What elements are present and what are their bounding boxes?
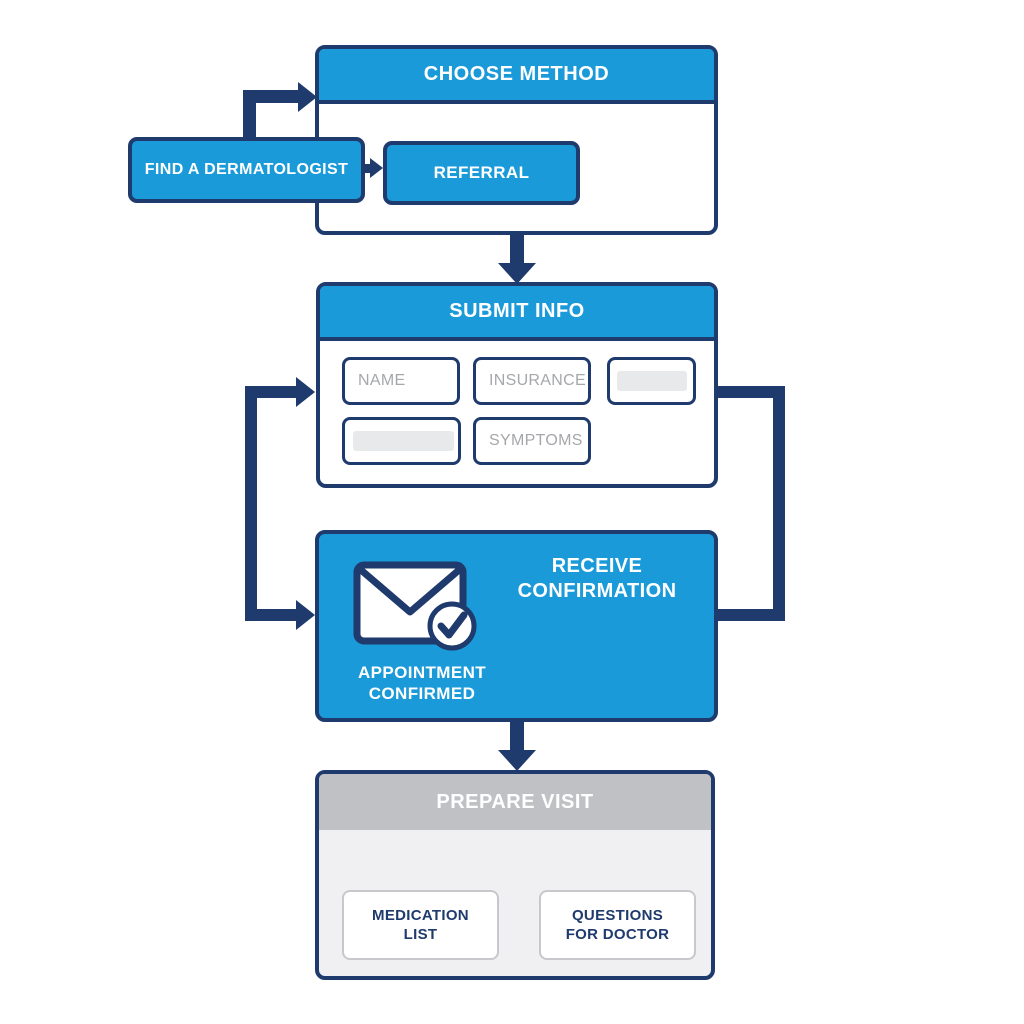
medication-list-label: MEDICATION LIST [372, 907, 469, 943]
questions-for-doctor-button[interactable]: QUESTIONS FOR DOCTOR [539, 890, 696, 960]
arrow-find-to-choose-horizontal [243, 90, 300, 103]
submit-info-title: SUBMIT INFO [449, 300, 585, 322]
connector-left-top-horizontal [245, 386, 298, 398]
field-name[interactable]: NAME [342, 357, 460, 405]
field-symptoms-placeholder: SYMPTOMS [489, 432, 583, 449]
arrow-receive-to-prepare-head-icon [498, 750, 536, 771]
referral-button[interactable]: REFERRAL [383, 141, 580, 205]
referral-button-label: REFERRAL [433, 163, 530, 182]
submit-info-node: SUBMIT INFO NAME INSURANCE SYMPTOMS [316, 282, 718, 488]
connector-left-bottom-head-icon [296, 600, 315, 630]
connector-left-top-head-icon [296, 377, 315, 407]
find-dermatologist-node[interactable]: FIND A DERMATOLOGIST [128, 137, 365, 203]
field-blank-1-filler [617, 371, 687, 391]
receive-confirmation-node: APPOINTMENT CONFIRMED RECEIVE CONFIRMATI… [315, 530, 718, 722]
appointment-confirmed-caption: APPOINTMENT CONFIRMED [357, 663, 487, 703]
field-name-placeholder: NAME [358, 372, 406, 389]
arrow-find-to-choose-vertical [243, 91, 256, 139]
arrow-find-to-referral-head-icon [370, 158, 383, 178]
arrow-choose-to-submit-stem [510, 232, 524, 265]
arrow-find-to-choose-head-icon [298, 82, 317, 112]
find-dermatologist-label: FIND A DERMATOLOGIST [144, 161, 349, 178]
field-insurance-placeholder: INSURANCE [489, 372, 586, 389]
choose-method-header: CHOOSE METHOD [319, 49, 714, 104]
prepare-visit-title: PREPARE VISIT [436, 790, 594, 813]
arrow-receive-to-prepare-stem [510, 720, 524, 752]
submit-info-header: SUBMIT INFO [320, 286, 714, 341]
connector-left-bottom-horizontal [245, 609, 298, 621]
medication-list-button[interactable]: MEDICATION LIST [342, 890, 499, 960]
questions-for-doctor-label: QUESTIONS FOR DOCTOR [565, 907, 670, 943]
arrow-choose-to-submit-head-icon [498, 263, 536, 284]
connector-right-top-horizontal [716, 386, 785, 398]
choose-method-title: CHOOSE METHOD [423, 63, 610, 85]
prepare-visit-node: PREPARE VISIT MEDICATION LIST QUESTIONS … [315, 770, 715, 980]
field-blank-2-filler [353, 431, 454, 451]
choose-method-node: CHOOSE METHOD REFERRAL [315, 45, 718, 235]
prepare-visit-header: PREPARE VISIT [319, 774, 711, 830]
field-blank-1[interactable] [607, 357, 696, 405]
receive-confirmation-title: RECEIVE CONFIRMATION [517, 555, 677, 602]
connector-right-bottom-horizontal [716, 609, 785, 621]
connector-left-vertical [245, 386, 257, 621]
connector-right-vertical [773, 386, 785, 621]
field-symptoms[interactable]: SYMPTOMS [473, 417, 591, 465]
field-insurance[interactable]: INSURANCE [473, 357, 591, 405]
envelope-check-icon [353, 561, 477, 651]
field-blank-2[interactable] [342, 417, 461, 465]
arrow-find-to-referral-stem [363, 164, 372, 173]
